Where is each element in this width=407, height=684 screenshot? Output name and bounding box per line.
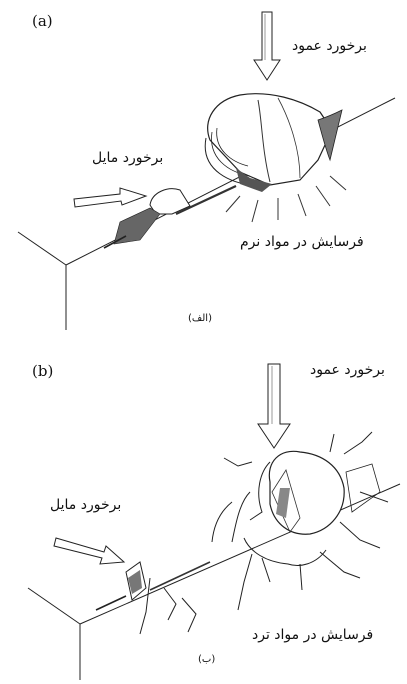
material-note-label: فرسایش در مواد نرم xyxy=(240,234,364,250)
surface-edges xyxy=(28,484,400,680)
normal-impact-arrow xyxy=(258,364,290,448)
normal-impact-arrow xyxy=(254,12,280,80)
panel-a-caption: (الف) xyxy=(188,313,212,324)
panel-b-tag: (b) xyxy=(32,362,53,380)
panel-b-brittle-erosion: (b) برخورد عمود برخورد مایل فرسایش در مو… xyxy=(0,342,407,684)
normal-impact-label: برخورد عمود xyxy=(310,362,385,378)
oblique-impact-arrow xyxy=(74,188,146,207)
surface-edges xyxy=(18,98,395,330)
crack-network xyxy=(140,432,388,634)
particle-oblique xyxy=(96,562,210,610)
oblique-impact-label: برخورد مایل xyxy=(92,150,163,166)
oblique-impact-arrow xyxy=(54,538,124,564)
particle-normal xyxy=(205,94,342,192)
panel-b-caption: (ب) xyxy=(198,654,215,665)
panel-a-tag: (a) xyxy=(32,12,53,30)
particle-normal xyxy=(250,451,380,534)
normal-impact-label: برخورد عمود xyxy=(292,38,367,54)
material-note-label: فرسایش در مواد ترد xyxy=(252,627,373,643)
oblique-impact-label: برخورد مایل xyxy=(50,497,121,513)
panel-a-ductile-erosion: (a) برخورد عمود برخورد مایل فرسایش در مو… xyxy=(0,0,407,340)
